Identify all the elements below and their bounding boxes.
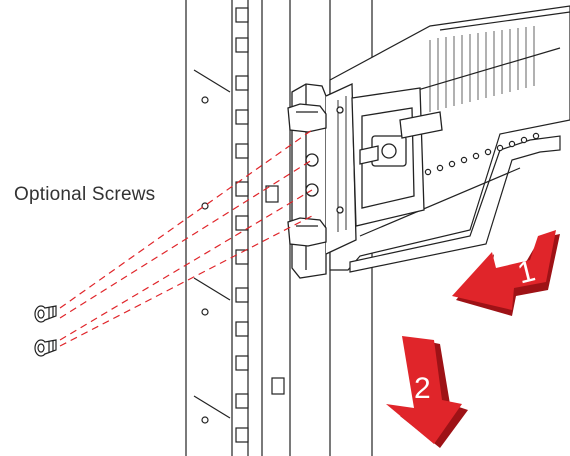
screw-lower bbox=[34, 339, 57, 357]
step-one-arrow: 1 bbox=[452, 230, 560, 316]
rail-front-bracket bbox=[287, 82, 443, 279]
square-hole-column bbox=[235, 7, 285, 443]
step-two-arrow: 2 bbox=[386, 336, 468, 448]
step-two-arrow-body bbox=[386, 336, 462, 444]
step-two-label: 2 bbox=[414, 372, 431, 405]
optional-screws-callout: Optional Screws bbox=[14, 184, 156, 205]
screw-upper bbox=[34, 305, 57, 323]
screw-guide-lines bbox=[59, 129, 313, 347]
step-one-arrow-body bbox=[452, 230, 556, 310]
